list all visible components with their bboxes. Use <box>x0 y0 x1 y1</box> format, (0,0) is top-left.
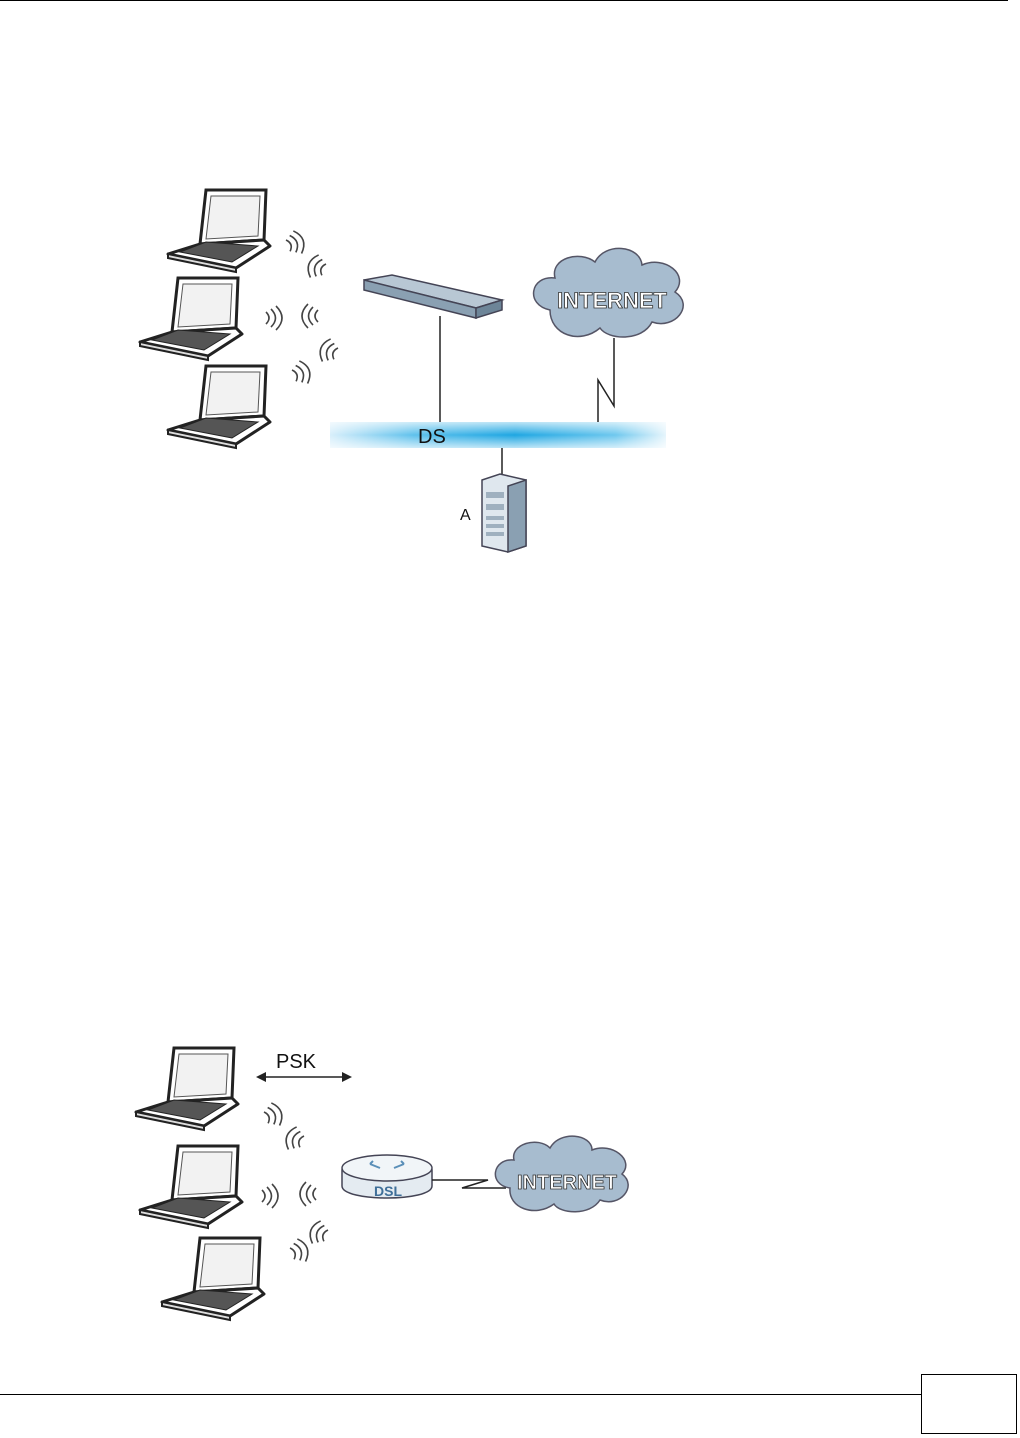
wireless-signal-icon <box>290 359 313 387</box>
laptop-icon <box>140 1146 242 1228</box>
wireless-signal-icon <box>288 1237 311 1265</box>
psk-label: PSK <box>276 1051 317 1073</box>
access-point-icon <box>364 275 502 318</box>
wireless-signal-icon <box>302 304 318 328</box>
wireless-signal-icon <box>262 1101 285 1129</box>
wireless-ds-diagram: INTERNET DS A <box>130 180 690 560</box>
wireless-signal-icon <box>284 229 307 257</box>
wireless-signal-icon <box>317 337 340 365</box>
laptop-icon <box>168 366 270 448</box>
page-number-box <box>921 1374 1017 1434</box>
internet-label: INTERNET <box>517 1172 617 1194</box>
header-rule <box>0 0 1008 1</box>
footer-rule <box>0 1394 921 1395</box>
distribution-system-bar <box>330 422 666 448</box>
laptop-icon <box>136 1048 238 1130</box>
wireless-signal-icon <box>283 1125 306 1153</box>
laptop-icon <box>168 190 270 272</box>
wireless-signal-icon <box>307 1219 330 1247</box>
wireless-signal-icon <box>262 1184 278 1208</box>
wireless-signal-icon <box>300 1182 316 1206</box>
psk-arrow <box>256 1072 352 1082</box>
laptop-icon <box>140 278 242 360</box>
server-label: A <box>460 507 471 524</box>
server-icon <box>482 474 526 552</box>
wireless-psk-diagram: PSK DSL INTERNET <box>130 1040 650 1330</box>
router-label: DSL <box>374 1183 402 1199</box>
wireless-signal-icon <box>266 306 282 330</box>
ds-label: DS <box>418 426 446 448</box>
laptop-icon <box>162 1238 264 1320</box>
internet-label: INTERNET <box>557 288 668 313</box>
wireless-signal-icon <box>305 253 328 281</box>
